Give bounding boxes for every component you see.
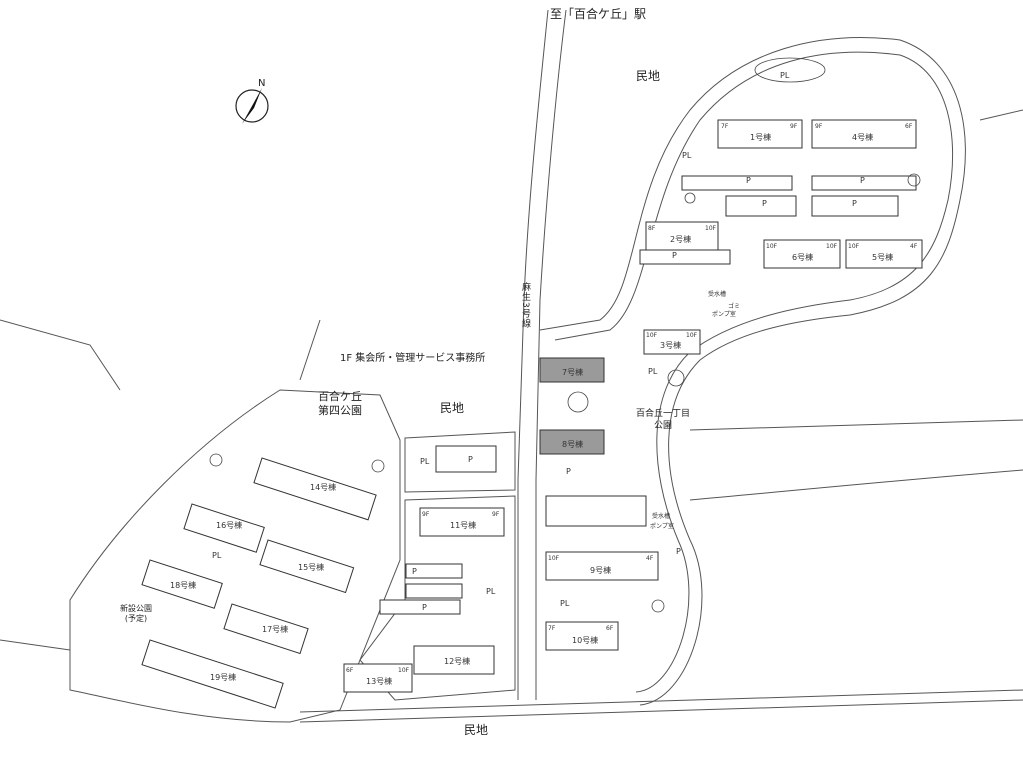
- parking-label: P: [566, 467, 571, 476]
- playlot-label: PL: [212, 551, 222, 560]
- building-label-8: 8号棟: [562, 440, 584, 449]
- park-yurigaoka-4-line2: 第四公園: [318, 404, 362, 417]
- park-planned-line1: 新設公園: [120, 604, 152, 613]
- trash-label: ゴミ: [728, 303, 741, 310]
- building-label-6: 6号棟: [792, 253, 814, 262]
- parking-circle-label: P: [672, 251, 677, 260]
- b3-floor-right: 10F: [686, 332, 698, 339]
- park-yurigaoka-4-line1: 百合ケ丘: [318, 390, 362, 403]
- private-land-label-west: 民地: [440, 401, 465, 415]
- b10-floor-left: 7F: [548, 625, 556, 632]
- pump-room-label: ポンプ室: [712, 311, 736, 318]
- private-land-label-north: 民地: [636, 69, 661, 83]
- building-label-11: 11号棟: [450, 521, 477, 530]
- building-label-9: 9号棟: [590, 566, 612, 575]
- park-1chome: 百合丘一丁目 公園: [636, 408, 690, 432]
- park-1chome-line1: 百合丘一丁目: [636, 409, 691, 419]
- parking-circle-label: P: [860, 176, 865, 185]
- playlot-label: PL: [780, 71, 790, 80]
- private-land-label-south: 民地: [464, 723, 489, 737]
- substation-label: 受水槽: [708, 291, 727, 298]
- b5-floor-right: 4F: [910, 243, 918, 250]
- b4-floor-right: 6F: [905, 123, 913, 130]
- park-1chome-line2: 公園: [654, 421, 673, 431]
- road-name-label: 麻生3号線: [520, 282, 530, 329]
- b6-floor-left: 10F: [766, 243, 778, 250]
- building-label-1: 1号棟: [750, 133, 772, 142]
- station-direction-label: 至「百合ケ丘」駅: [549, 7, 647, 21]
- pump-room-label: ポンプ室: [650, 523, 674, 530]
- building-label-7: 7号棟: [562, 368, 584, 377]
- b9-floor-left: 10F: [548, 555, 560, 562]
- b13-floor-right: 10F: [398, 667, 410, 674]
- park-planned-line2: (予定): [124, 614, 148, 623]
- b2-floor-right: 10F: [705, 225, 717, 232]
- playlot-label: PL: [648, 367, 658, 376]
- north-label: N: [258, 78, 266, 89]
- north-arrow-icon: [235, 88, 269, 124]
- building-label-4: 4号棟: [852, 133, 874, 142]
- b10-floor-right: 6F: [606, 625, 614, 632]
- building-label-3: 3号棟: [660, 341, 682, 350]
- building-label-2: 2号棟: [670, 235, 692, 244]
- b3-floor-left: 10F: [646, 332, 658, 339]
- parking-circle-label: P: [746, 176, 751, 185]
- b1-floor-left: 7F: [721, 123, 729, 130]
- building-label-19: 19号棟: [210, 673, 237, 682]
- parking-label: P: [676, 547, 681, 556]
- building-label-14: 14号棟: [310, 483, 337, 492]
- b13-floor-left: 6F: [346, 667, 354, 674]
- building-label-5: 5号棟: [872, 253, 894, 262]
- parking-label: P: [422, 603, 427, 612]
- building-label-15: 15号棟: [298, 563, 325, 572]
- b1-floor-right: 9F: [790, 123, 798, 130]
- b2-floor-left: 8F: [648, 225, 656, 232]
- playlot-label: PL: [486, 587, 496, 596]
- building-label-16: 16号棟: [216, 521, 243, 530]
- building-label-18: 18号棟: [170, 581, 197, 590]
- park-yurigaoka-4: 百合ケ丘 第四公園: [318, 390, 362, 418]
- building-label-12: 12号棟: [444, 657, 471, 666]
- building-label-17: 17号棟: [262, 625, 289, 634]
- office-label: 1F 集会所・管理サービス事務所: [340, 353, 486, 364]
- b11-floor-right: 9F: [492, 511, 500, 518]
- b4-floor-left: 9F: [815, 123, 823, 130]
- playlot-label: PL: [560, 599, 570, 608]
- playlot-label: PL: [682, 151, 692, 160]
- parking-circle-label: P: [762, 199, 767, 208]
- playlot-label: PL: [420, 457, 430, 466]
- b6-floor-right: 10F: [826, 243, 838, 250]
- park-planned: 新設公園 (予定): [120, 604, 152, 624]
- parking-circle-label: P: [412, 567, 417, 576]
- b9-floor-right: 4F: [646, 555, 654, 562]
- b11-floor-left: 9F: [422, 511, 430, 518]
- building-label-13: 13号棟: [366, 677, 393, 686]
- building-label-10: 10号棟: [572, 636, 599, 645]
- b5-floor-left: 10F: [848, 243, 860, 250]
- parking-circle-label: P: [468, 455, 473, 464]
- substation-label: 受水槽: [652, 513, 671, 520]
- parking-circle-label: P: [852, 199, 857, 208]
